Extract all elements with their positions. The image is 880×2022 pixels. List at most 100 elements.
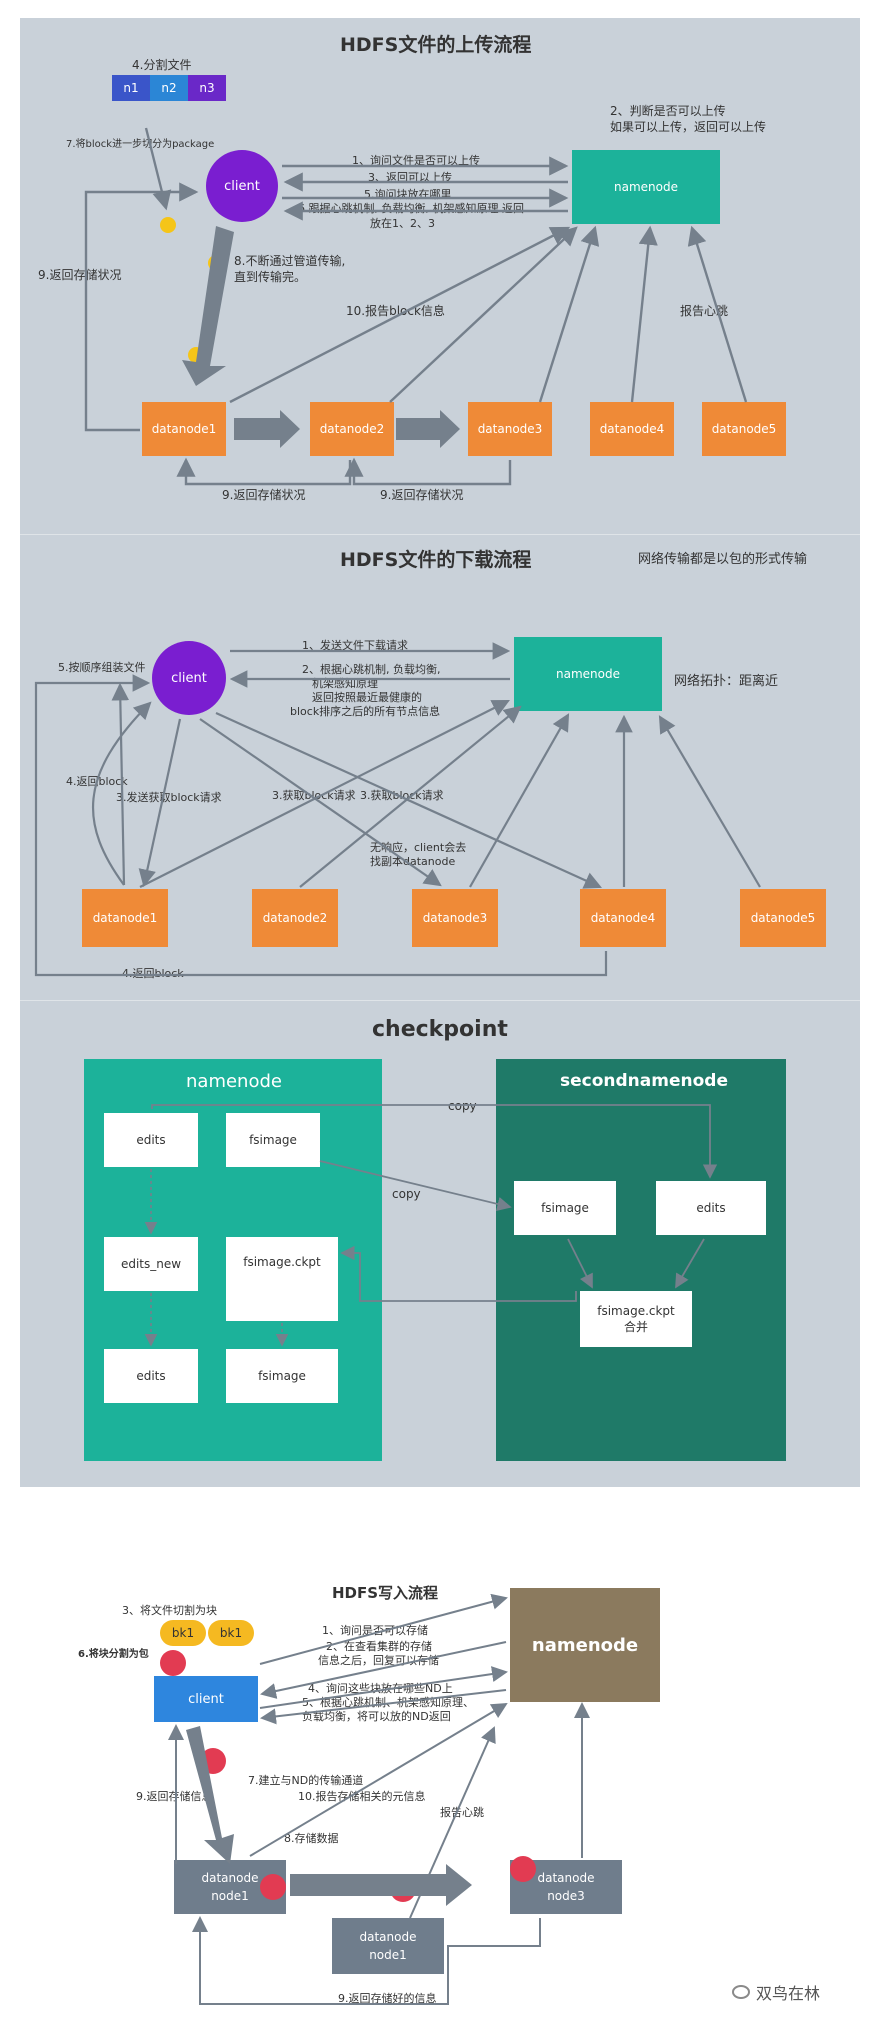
write-channel: 7.建立与ND的传输通道	[248, 1774, 364, 1787]
write-panel: HDFS写入流程 namenode client 3、将文件切割为块 bk1 b…	[70, 1568, 698, 2020]
download-client: client	[152, 641, 226, 715]
download-datanode2: datanode2	[252, 889, 338, 947]
upload-datanode2: datanode2	[310, 402, 394, 456]
topology-label: 网络拓扑：距离近	[674, 674, 779, 689]
pipeline-line2: 直到传输完。	[234, 270, 307, 284]
return-status-1: 9.返回存储状况	[222, 488, 306, 502]
nn-fsimage-2: fsimage	[226, 1349, 338, 1403]
checkpoint-secondary-title: secondnamenode	[560, 1071, 728, 1091]
snn-merge-box: fsimage.ckpt 合并	[580, 1291, 692, 1347]
download-datanode3: datanode3	[412, 889, 498, 947]
judge-line1: 2、判断是否可以上传	[610, 104, 726, 118]
write-client: client	[154, 1676, 258, 1722]
nn-fsimage-ckpt: fsimage.ckpt	[226, 1237, 338, 1321]
write-dnb-line2: node1	[369, 1948, 407, 1962]
packet-dot-1	[160, 1650, 186, 1676]
reply-line4: block排序之后的所有节点信息	[290, 705, 441, 718]
snn-fsimage: fsimage	[514, 1181, 616, 1235]
judge-line2: 如果可以上传，返回可以上传	[610, 120, 767, 134]
write-namenode: namenode	[510, 1588, 660, 1702]
msg-ask-upload: 1、询问文件是否可以上传	[352, 154, 480, 167]
report-block-label: 10.报告block信息	[346, 304, 445, 318]
nn-edits-2: edits	[104, 1349, 198, 1403]
package-label: 7.将block进一步切分为package	[66, 139, 215, 150]
send-block-request-label: 3.发送获取block请求	[116, 791, 222, 804]
msg-placement-line2: 放在1、2、3	[370, 217, 435, 230]
upload-datanode5: datanode5	[702, 402, 786, 456]
no-response-line1: 无响应，client会去	[370, 841, 467, 854]
reply-line2: 机架感知原理	[312, 677, 378, 690]
write-dn3-line1: datanode	[537, 1871, 595, 1885]
nn-fsimage: fsimage	[226, 1113, 320, 1167]
upload-title: HDFS文件的上传流程	[340, 34, 532, 56]
write-arrows	[168, 1593, 590, 2005]
copy-top-label: copy	[448, 1099, 477, 1113]
write-return-saved: 9.返回存储好的信息	[338, 1992, 437, 2005]
write-dn-bottom: datanode node1	[332, 1918, 444, 1974]
watermark-text: 双鸟在林	[756, 1984, 821, 2003]
get-block-label-2: 3.获取block请求	[360, 789, 444, 802]
reply-line1: 2、根据心跳机制, 负载均衡,	[302, 663, 441, 676]
return-block-bottom-label: 4.返回block	[122, 967, 184, 980]
download-panel: HDFS文件的下载流程 网络传输都是以包的形式传输 client namenod…	[20, 534, 860, 1001]
return-status-2: 9.返回存储状况	[380, 488, 464, 502]
upload-client: client	[206, 150, 278, 222]
checkpoint-title: checkpoint	[372, 1017, 508, 1042]
download-datanode5: datanode5	[740, 889, 826, 947]
write-q5-line2: 负载均衡，将可以放的ND返回	[302, 1710, 451, 1723]
download-title: HDFS文件的下载流程	[340, 549, 532, 571]
download-note: 网络传输都是以包的形式传输	[638, 552, 808, 567]
download-datanode4: datanode4	[580, 889, 666, 947]
block-n2: n2	[150, 75, 188, 101]
write-dn3-line2: node3	[547, 1889, 585, 1903]
watermark: 双鸟在林	[732, 1980, 820, 2004]
write-packet-label: 6.将块分割为包	[78, 1649, 149, 1660]
split-file-label: 4.分割文件	[132, 58, 192, 72]
upload-datanode3: datanode3	[468, 402, 552, 456]
write-store-data: 8.存储数据	[284, 1832, 339, 1845]
write-q2-line1: 2、在查看集群的存储	[326, 1640, 432, 1653]
upload-arrows	[84, 127, 748, 486]
write-title: HDFS写入流程	[332, 1584, 439, 1602]
write-block-2: bk1	[208, 1620, 254, 1646]
send-request-label: 1、发送文件下载请求	[302, 639, 408, 652]
packet-dot-3	[260, 1874, 286, 1900]
write-dn1-line2: node1	[211, 1889, 249, 1903]
wechat-icon	[732, 1985, 750, 1999]
upload-panel: HDFS文件的上传流程 4.分割文件 n1 n2 n3 7.将block进一步切…	[20, 18, 860, 534]
copy-mid-label: copy	[392, 1187, 421, 1201]
package-dot-1	[160, 217, 176, 233]
nn-edits: edits	[104, 1113, 198, 1167]
msg-return-upload: 3、返回可以上传	[368, 171, 452, 184]
block-n1: n1	[112, 75, 150, 101]
snn-merge-line1: fsimage.ckpt	[597, 1303, 675, 1318]
no-response-line2: 找副本datanode	[370, 855, 456, 868]
pipeline-line1: 8.不断通过管道传输,	[234, 254, 346, 268]
write-block-1: bk1	[160, 1620, 206, 1646]
reply-line3: 返回按照最近最健康的	[312, 691, 422, 704]
write-dn1-line1: datanode	[201, 1871, 259, 1885]
write-q1: 1、询问是否可以存储	[322, 1624, 428, 1637]
snn-merge-line2: 合并	[623, 1319, 648, 1334]
checkpoint-panel: checkpoint namenode secondnamenode edits…	[20, 1000, 860, 1487]
write-report-meta: 10.报告存储相关的元信息	[298, 1790, 426, 1803]
snn-edits: edits	[656, 1181, 766, 1235]
block-n3: n3	[188, 75, 226, 101]
write-dnb-line1: datanode	[359, 1930, 417, 1944]
assemble-label: 5.按顺序组装文件	[58, 661, 146, 674]
download-datanode1: datanode1	[82, 889, 168, 947]
checkpoint-secondary-panel	[496, 1059, 786, 1461]
upload-datanode1: datanode1	[142, 402, 226, 456]
checkpoint-namenode-title: namenode	[186, 1071, 282, 1092]
block-strip: n1 n2 n3	[112, 75, 226, 101]
write-heartbeat: 报告心跳	[440, 1806, 484, 1819]
nn-edits-new: edits_new	[104, 1237, 198, 1291]
write-split-label: 3、将文件切割为块	[122, 1604, 217, 1617]
upload-namenode: namenode	[572, 150, 720, 224]
write-return-info: 9.返回存储信息	[136, 1790, 213, 1803]
checkpoint-arrows	[144, 1104, 718, 1347]
packet-dot-5	[510, 1856, 536, 1882]
download-namenode: namenode	[514, 637, 662, 711]
write-q2-line2: 信息之后，回复可以存储	[318, 1654, 439, 1667]
upload-datanode4: datanode4	[590, 402, 674, 456]
